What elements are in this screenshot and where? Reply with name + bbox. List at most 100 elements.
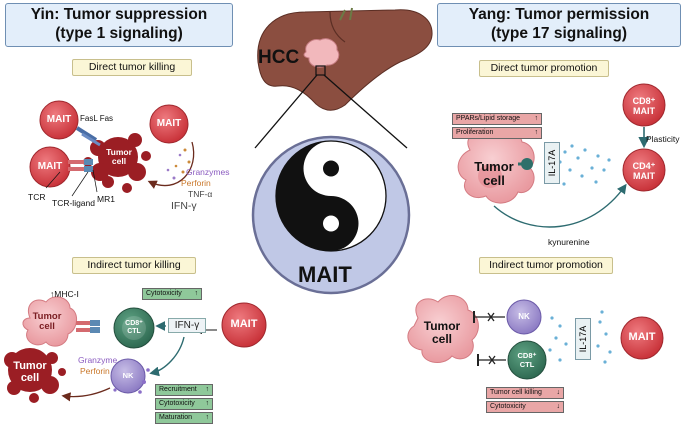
promo-effect-label: Proliferation xyxy=(456,129,494,136)
cd8-mait-label: CD8⁺ MAIT xyxy=(626,96,662,116)
mait-center-label: MAIT xyxy=(298,262,352,287)
cd8-ctl-label: CD8⁺ CTL xyxy=(119,320,149,336)
hcc-label: HCC xyxy=(258,47,300,68)
cyto-arrow: ↑ xyxy=(194,290,199,297)
perforin-label: Perforin xyxy=(80,366,110,376)
tumor-line2: cell xyxy=(39,321,55,332)
plasticity-label: Plasticity xyxy=(646,134,680,144)
mait-label: MAIT xyxy=(230,318,258,330)
sup-effect-arrow: ↓ xyxy=(556,389,561,396)
tcr-ligand-label: TCR-ligand xyxy=(52,198,95,208)
cd4-mait-label: CD4⁺ MAIT xyxy=(626,161,662,181)
tumor-cell xyxy=(22,296,77,347)
dying-tumor-cell xyxy=(4,348,66,403)
nk-effect-label: Cytotoxicity xyxy=(159,400,195,407)
yang-title-box: Yang: Tumor permission (type 17 signalin… xyxy=(437,3,681,47)
il17a-box: IL-17A xyxy=(544,142,560,184)
tumor-cell-label: Tumor cell xyxy=(10,360,50,384)
yang-title-line2: (type 17 signaling) xyxy=(490,25,628,42)
tcr-label: TCR xyxy=(28,192,46,202)
cd8-line2: MAIT xyxy=(633,106,655,116)
nk-label: NK xyxy=(122,371,134,380)
cyto-label: Cytotoxicity xyxy=(146,290,182,297)
section-indirect-killing: Indirect tumor killing xyxy=(72,257,196,274)
suppression-effects-box: Tumor cell killing ↓ Cytotoxicity ↓ xyxy=(486,387,564,415)
hcc-tumor-nodule xyxy=(303,38,340,68)
sup-effect-label: Tumor cell killing xyxy=(490,389,542,396)
ifn-label: IFN-γ xyxy=(171,200,197,212)
liver-illustration xyxy=(257,9,433,111)
mait-label: MAIT xyxy=(46,114,72,125)
section-direct-promotion: Direct tumor promotion xyxy=(479,60,609,77)
yang-title-line1: Yang: Tumor permission xyxy=(468,6,650,23)
nk-cell xyxy=(506,299,542,335)
nk-effect-label: Maturation xyxy=(159,414,193,421)
tnf-label: TNF-α xyxy=(188,189,213,199)
kynurenine-label: kynurenine xyxy=(548,237,590,247)
nk-effect-arrow: ↑ xyxy=(205,414,210,421)
nk-effect-arrow: ↑ xyxy=(205,386,210,393)
dying-tumor-cell xyxy=(83,133,151,193)
tumor-line1: Tumor xyxy=(32,311,62,322)
tumor-cell xyxy=(407,295,479,364)
mait-label: MAIT xyxy=(156,118,182,129)
sup-effect-label: Cytotoxicity xyxy=(490,403,526,410)
nk-label: NK xyxy=(518,312,530,321)
cd8-line2: CTL xyxy=(519,360,535,369)
mait-label: MAIT xyxy=(37,161,63,172)
tumor-line1: Tumor xyxy=(13,360,47,372)
section-direct-killing: Direct tumor killing xyxy=(72,59,192,76)
promo-effect-arrow: ↑ xyxy=(534,115,539,122)
ifn-box: IFN-γ xyxy=(168,318,206,333)
tumor-line2: cell xyxy=(111,156,127,166)
cd8-ctl-cell xyxy=(507,340,547,380)
yin-title-line1: Yin: Tumor suppression xyxy=(30,6,208,23)
mait-label: MAIT xyxy=(628,331,656,343)
cd8-line1: CD8⁺ xyxy=(632,96,656,106)
cd8-ctl-cell xyxy=(113,307,155,349)
receptor-dot xyxy=(521,158,533,170)
yin-title-line2: (type 1 signaling) xyxy=(55,25,183,42)
tumor-line2: cell xyxy=(483,173,505,188)
promo-effect-arrow: ↑ xyxy=(534,129,539,136)
mait-cell xyxy=(221,302,267,348)
tumor-line2: cell xyxy=(431,332,452,346)
cd8-line1: CD8⁺ xyxy=(517,351,537,360)
tumor-line1: Tumor xyxy=(423,319,461,333)
cd8-ctl-label: CD8⁺ CTL xyxy=(512,351,542,369)
il17a-box: IL-17A xyxy=(575,318,591,360)
mr1-label: MR1 xyxy=(97,194,115,204)
section-indirect-promotion: Indirect tumor promotion xyxy=(479,257,613,274)
nk-cell xyxy=(110,358,146,394)
granzyme-label: Granzyme xyxy=(78,355,118,365)
yin-title-box: Yin: Tumor suppression (type 1 signaling… xyxy=(5,3,233,47)
tumor-cell-label: Tumor cell xyxy=(418,320,466,346)
tumor-line1: Tumor xyxy=(474,159,514,174)
perforin-label: Perforin xyxy=(181,178,211,188)
sup-effect-arrow: ↓ xyxy=(556,403,561,410)
tumor-cell-label: Tumor cell xyxy=(101,148,137,166)
tumor-line1: Tumor xyxy=(106,147,132,157)
fasl-fas-label: FasL Fas xyxy=(80,114,114,123)
nk-effect-arrow: ↑ xyxy=(205,400,210,407)
nk-effects-box: Recruitment ↑ Cytotoxicity ↑ Maturation ↑ xyxy=(155,384,213,426)
cytotoxicity-box: Cytotoxicity ↑ xyxy=(142,288,202,302)
mait-cell xyxy=(620,316,664,360)
mhc-label: ↑MHC-I xyxy=(50,289,79,299)
promotion-effects-box: PPARs/Lipid storage ↑ Proliferation ↑ xyxy=(452,113,542,141)
tumor-line2: cell xyxy=(20,372,40,384)
mait-cell xyxy=(39,100,79,140)
mait-cell xyxy=(149,104,189,144)
cd4-line2: MAIT xyxy=(633,171,655,181)
nk-effect-label: Recruitment xyxy=(159,386,197,393)
mait-cell xyxy=(622,83,666,127)
mait-cell xyxy=(622,148,666,192)
zoom-square xyxy=(315,65,326,76)
cd8-line2: CTL xyxy=(127,328,141,335)
cd8-line1: CD8⁺ xyxy=(125,320,143,327)
cd4-line1: CD4⁺ xyxy=(632,161,656,171)
tumor-cell-label: Tumor cell xyxy=(27,312,67,332)
tumor-cell-label: Tumor cell xyxy=(470,160,518,188)
promo-effect-label: PPARs/Lipid storage xyxy=(456,115,521,122)
